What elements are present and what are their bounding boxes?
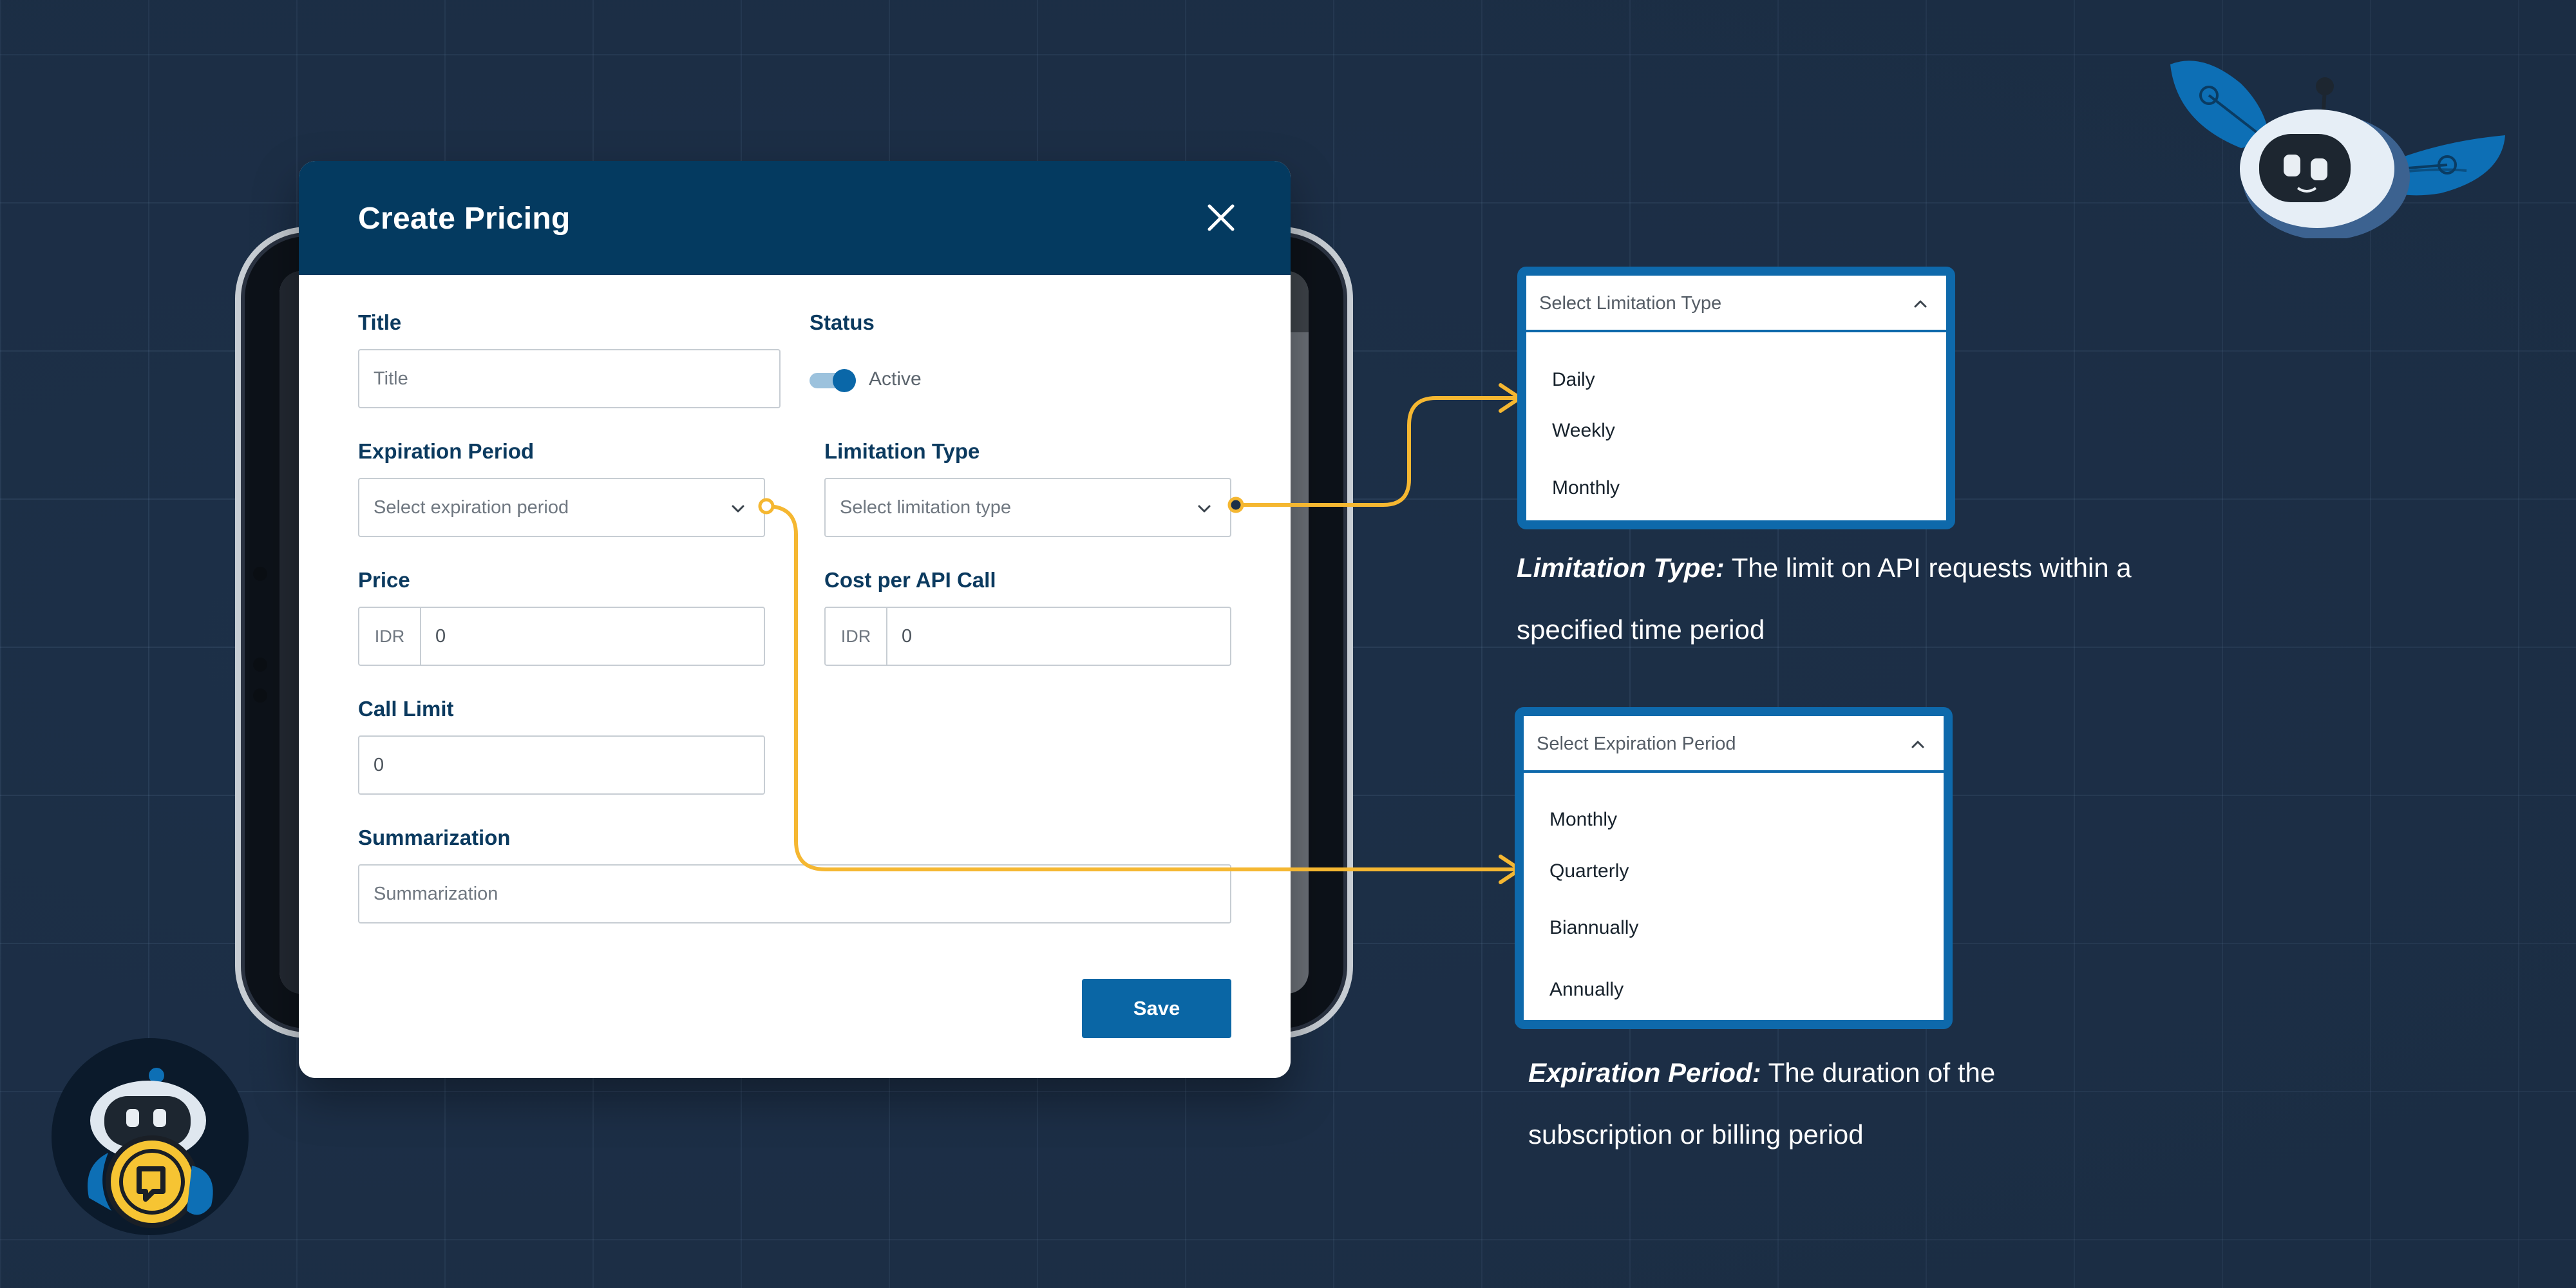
limitation-option-daily[interactable]: Daily xyxy=(1552,369,1595,390)
expiration-period-label: Expiration Period xyxy=(358,439,535,463)
limitation-desc-line2: specified time period xyxy=(1517,614,1765,645)
status-label: Status xyxy=(810,310,875,334)
limitation-type-description: Limitation Type: The limit on API reques… xyxy=(1517,537,2225,661)
call-limit-value: 0 xyxy=(374,755,384,775)
title-input[interactable]: Title xyxy=(358,349,781,408)
expiration-dropdown-placeholder: Select Expiration Period xyxy=(1537,734,1736,754)
limitation-type-placeholder: Select limitation type xyxy=(840,497,1011,518)
limitation-option-weekly[interactable]: Weekly xyxy=(1552,420,1615,441)
limitation-option-monthly[interactable]: Monthly xyxy=(1552,477,1620,498)
limitation-dropdown-placeholder: Select Limitation Type xyxy=(1539,293,1722,314)
expiration-desc-line2: subscription or billing period xyxy=(1528,1119,1864,1150)
limitation-type-dropdown: Select Limitation Type Daily Weekly Mont… xyxy=(1517,267,1955,529)
expiration-dropdown-header[interactable]: Select Expiration Period xyxy=(1524,716,1944,773)
toggle-knob xyxy=(833,369,856,392)
expiration-desc-line1: The duration of the xyxy=(1768,1057,1996,1088)
limitation-dropdown-header[interactable]: Select Limitation Type xyxy=(1526,276,1946,332)
limitation-type-select[interactable]: Select limitation type xyxy=(824,478,1231,537)
cost-per-api-call-label: Cost per API Call xyxy=(824,568,996,592)
summarization-input[interactable]: Summarization xyxy=(358,864,1231,923)
expiration-option-biannually[interactable]: Biannually xyxy=(1549,917,1639,938)
expiration-period-description: Expiration Period: The duration of the s… xyxy=(1528,1042,2237,1166)
limitation-desc-line1: The limit on API requests within a xyxy=(1731,553,2132,583)
tablet-sidebar-dot xyxy=(253,567,267,581)
summarization-label: Summarization xyxy=(358,826,511,849)
save-button[interactable]: Save xyxy=(1082,979,1231,1038)
limitation-desc-term: Limitation Type: xyxy=(1517,553,1725,583)
expiration-period-placeholder: Select expiration period xyxy=(374,497,569,518)
status-toggle[interactable] xyxy=(810,369,856,392)
chevron-up-icon xyxy=(1911,295,1929,313)
limitation-type-label: Limitation Type xyxy=(824,439,980,463)
expiration-desc-term: Expiration Period: xyxy=(1528,1057,1761,1088)
title-placeholder: Title xyxy=(374,368,408,389)
call-limit-input[interactable]: 0 xyxy=(358,735,765,795)
expiration-period-select[interactable]: Select expiration period xyxy=(358,478,765,537)
summarization-placeholder: Summarization xyxy=(374,884,498,904)
flying-robot-mascot-icon xyxy=(2170,61,2505,238)
status-value: Active xyxy=(869,368,922,390)
chevron-down-icon xyxy=(729,500,747,518)
cost-currency-prefix: IDR xyxy=(826,608,887,665)
robot-coin-mascot-icon xyxy=(52,1038,249,1235)
chevron-up-icon xyxy=(1909,735,1927,753)
close-button[interactable] xyxy=(1203,200,1239,236)
tablet-sidebar-dot xyxy=(253,688,267,703)
call-limit-label: Call Limit xyxy=(358,697,454,721)
close-icon xyxy=(1208,204,1235,231)
tablet-sidebar-dot xyxy=(253,658,267,672)
expiration-option-annually[interactable]: Annually xyxy=(1549,979,1624,1000)
modal-title: Create Pricing xyxy=(358,202,571,236)
expiration-period-dropdown: Select Expiration Period Monthly Quarter… xyxy=(1515,707,1953,1029)
price-value: 0 xyxy=(435,626,446,647)
title-label: Title xyxy=(358,310,402,334)
modal-header: Create Pricing xyxy=(299,161,1291,275)
expiration-option-monthly[interactable]: Monthly xyxy=(1549,809,1618,830)
cost-value: 0 xyxy=(902,626,913,647)
create-pricing-modal: Create Pricing Title Title Status Active… xyxy=(299,161,1291,1078)
price-currency-prefix: IDR xyxy=(359,608,421,665)
cost-per-api-call-input[interactable]: IDR 0 xyxy=(824,607,1231,666)
price-input[interactable]: IDR 0 xyxy=(358,607,765,666)
expiration-option-quarterly[interactable]: Quarterly xyxy=(1549,860,1629,882)
chevron-down-icon xyxy=(1195,500,1213,518)
price-label: Price xyxy=(358,568,410,592)
